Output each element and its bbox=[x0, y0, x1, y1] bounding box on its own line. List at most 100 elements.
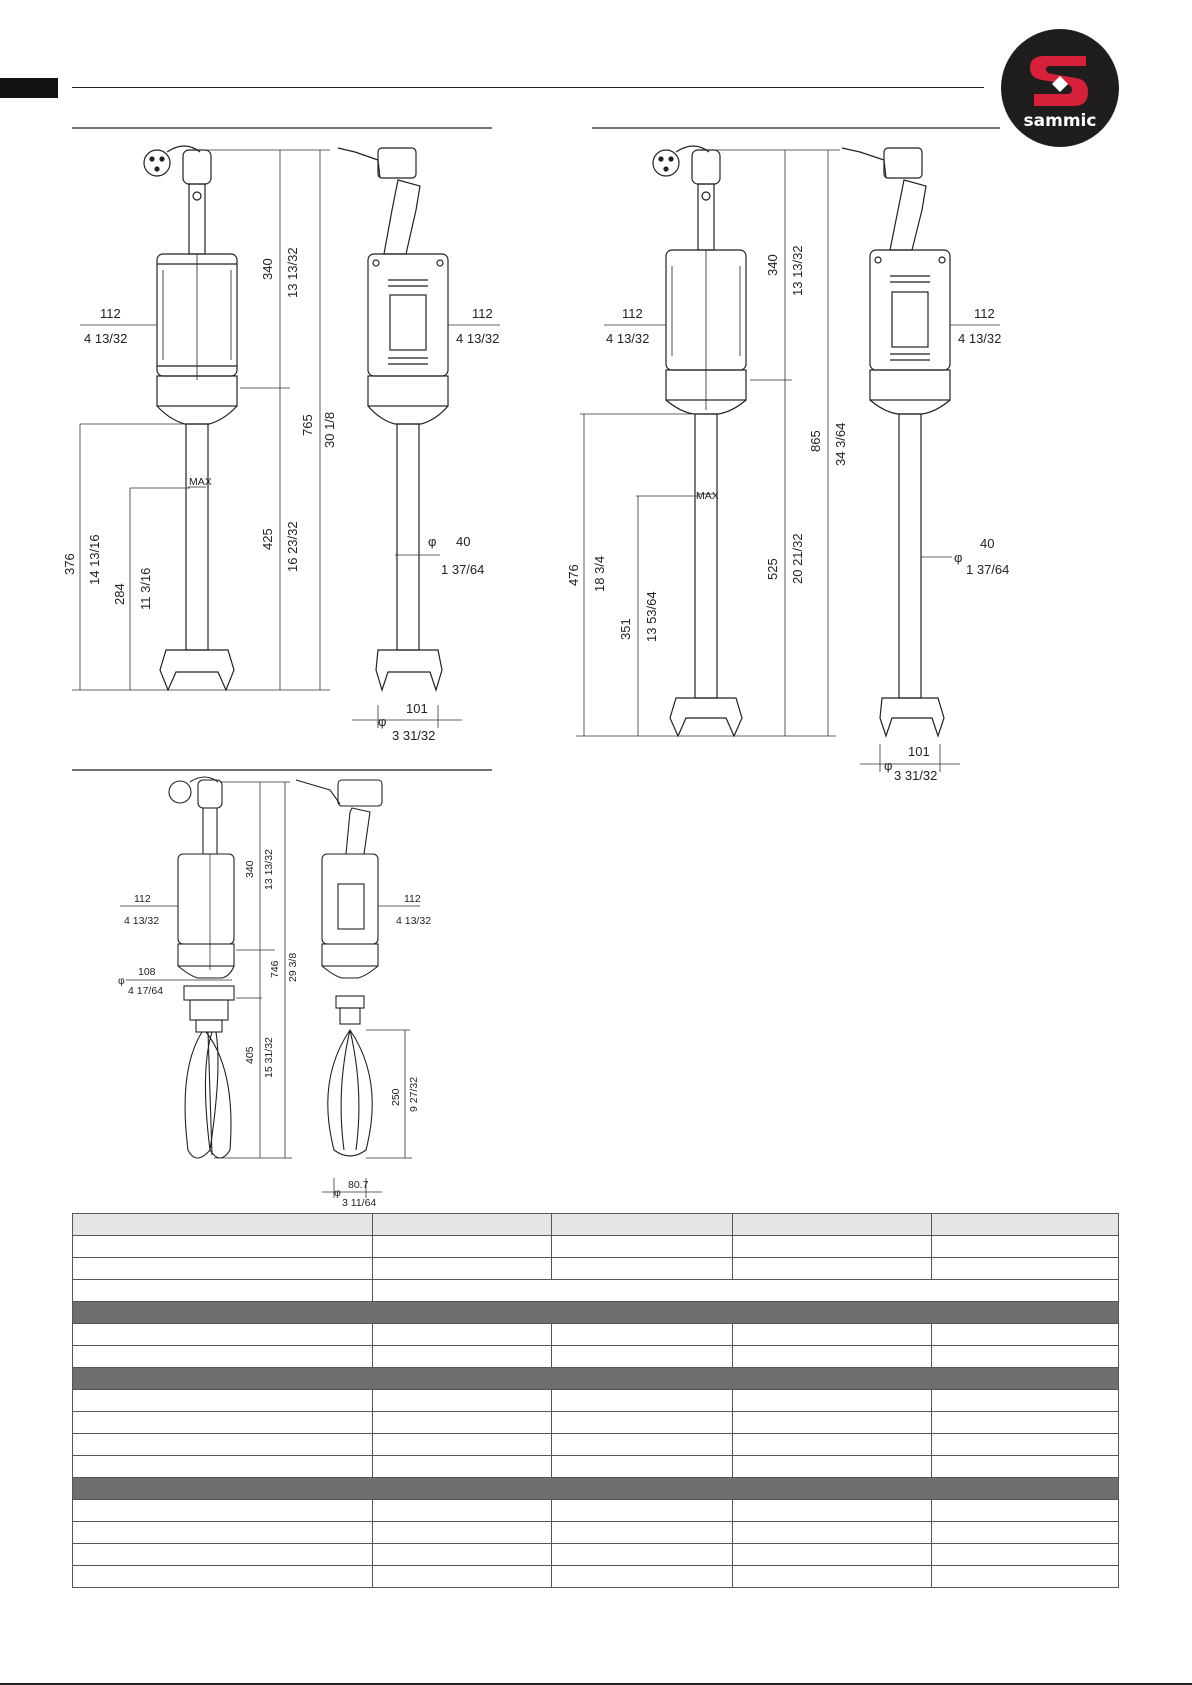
table-cell bbox=[931, 1323, 1119, 1346]
svg-text:112: 112 bbox=[404, 893, 421, 905]
top-right-dim-labels: 340 13 13/32 865 34 3/64 525 20 21/32 47… bbox=[566, 245, 1009, 783]
svg-text:40: 40 bbox=[456, 534, 470, 549]
table-cell bbox=[72, 1279, 373, 1302]
svg-text:112: 112 bbox=[974, 306, 995, 321]
svg-text:φ: φ bbox=[954, 550, 962, 565]
table-cell bbox=[931, 1521, 1119, 1544]
svg-text:φ: φ bbox=[118, 975, 125, 987]
blender-long-front-view bbox=[652, 145, 747, 738]
table-cell bbox=[72, 1433, 373, 1456]
table-cell bbox=[551, 1389, 733, 1412]
table-cell bbox=[72, 1301, 1119, 1324]
table-cell bbox=[372, 1213, 552, 1236]
table-cell bbox=[372, 1543, 552, 1566]
table-cell bbox=[551, 1543, 733, 1566]
blender-long-side-view bbox=[841, 147, 951, 738]
table-cell bbox=[372, 1323, 552, 1346]
table-cell bbox=[732, 1521, 932, 1544]
table-row bbox=[72, 1323, 1119, 1346]
svg-text:11 3/16: 11 3/16 bbox=[138, 568, 153, 610]
svg-text:3 31/32: 3 31/32 bbox=[392, 728, 435, 743]
table-row bbox=[72, 1411, 1119, 1434]
whisk-front-view bbox=[168, 776, 235, 1159]
table-cell bbox=[732, 1389, 932, 1412]
table-row bbox=[72, 1389, 1119, 1412]
blender-short-front-view bbox=[143, 145, 238, 692]
svg-text:284: 284 bbox=[112, 583, 127, 605]
top-right-dimensions bbox=[576, 149, 1000, 772]
table-cell bbox=[551, 1521, 733, 1544]
table-cell bbox=[372, 1345, 552, 1368]
svg-text:425: 425 bbox=[260, 528, 275, 550]
table-cell bbox=[551, 1345, 733, 1368]
table-row bbox=[72, 1235, 1119, 1258]
table-cell bbox=[72, 1411, 373, 1434]
svg-text:4 17/64: 4 17/64 bbox=[128, 985, 163, 997]
table-cell bbox=[72, 1213, 373, 1236]
svg-text:3 31/32: 3 31/32 bbox=[894, 768, 937, 783]
table-cell bbox=[551, 1323, 733, 1346]
svg-text:30 1/8: 30 1/8 bbox=[322, 412, 337, 448]
svg-text:4 13/32: 4 13/32 bbox=[606, 331, 649, 346]
table-cell bbox=[732, 1499, 932, 1522]
svg-text:405: 405 bbox=[244, 1046, 256, 1064]
svg-text:4 13/32: 4 13/32 bbox=[124, 915, 159, 927]
svg-text:1 37/64: 1 37/64 bbox=[966, 562, 1009, 577]
table-cell bbox=[931, 1433, 1119, 1456]
svg-text:108: 108 bbox=[138, 966, 156, 978]
svg-text:765: 765 bbox=[300, 414, 315, 436]
logo-wordmark: sammic bbox=[1024, 111, 1097, 131]
svg-text:MAX: MAX bbox=[696, 490, 719, 502]
table-cell bbox=[732, 1323, 932, 1346]
table-cell bbox=[551, 1213, 733, 1236]
svg-text:4 13/32: 4 13/32 bbox=[396, 915, 431, 927]
table-cell bbox=[732, 1235, 932, 1258]
svg-text:340: 340 bbox=[765, 254, 780, 276]
table-cell bbox=[732, 1411, 932, 1434]
table-header-row bbox=[72, 1213, 1119, 1236]
table-cell bbox=[931, 1411, 1119, 1434]
table-cell bbox=[551, 1499, 733, 1522]
svg-text:250: 250 bbox=[390, 1088, 402, 1106]
table-cell bbox=[372, 1521, 552, 1544]
svg-text:9 27/32: 9 27/32 bbox=[408, 1077, 420, 1112]
svg-text:20 21/32: 20 21/32 bbox=[790, 533, 805, 584]
svg-text:φ: φ bbox=[884, 758, 892, 773]
svg-text:746: 746 bbox=[269, 960, 281, 978]
table-cell bbox=[551, 1565, 733, 1588]
table-cell bbox=[551, 1411, 733, 1434]
svg-text:40: 40 bbox=[980, 536, 994, 551]
svg-text:112: 112 bbox=[622, 306, 643, 321]
table-cell bbox=[372, 1389, 552, 1412]
svg-text:φ: φ bbox=[334, 1187, 341, 1199]
bottom-left-dimensions bbox=[120, 781, 420, 1198]
svg-text:476: 476 bbox=[566, 564, 581, 586]
table-section-row bbox=[72, 1477, 1119, 1500]
svg-text:376: 376 bbox=[62, 553, 77, 575]
table-cell bbox=[72, 1367, 1119, 1390]
svg-text:101: 101 bbox=[908, 744, 930, 759]
table-cell bbox=[551, 1235, 733, 1258]
page-tab-marker bbox=[0, 78, 58, 98]
svg-text:340: 340 bbox=[244, 860, 256, 878]
svg-text:14 13/16: 14 13/16 bbox=[87, 534, 102, 585]
svg-text:340: 340 bbox=[260, 258, 275, 280]
table-cell bbox=[931, 1257, 1119, 1280]
table-cell bbox=[931, 1565, 1119, 1588]
svg-text:13 13/32: 13 13/32 bbox=[285, 247, 300, 298]
blender-short-side-view bbox=[337, 147, 449, 692]
table-cell bbox=[732, 1433, 932, 1456]
table-cell bbox=[72, 1389, 373, 1412]
svg-text:18 3/4: 18 3/4 bbox=[592, 556, 607, 592]
table-row bbox=[72, 1543, 1119, 1566]
table-cell bbox=[931, 1235, 1119, 1258]
table-cell bbox=[931, 1499, 1119, 1522]
table-cell bbox=[732, 1455, 932, 1478]
table-cell bbox=[931, 1543, 1119, 1566]
table-row bbox=[72, 1257, 1119, 1280]
svg-text:112: 112 bbox=[100, 306, 121, 321]
table-cell bbox=[732, 1543, 932, 1566]
table-cell bbox=[931, 1389, 1119, 1412]
table-cell bbox=[732, 1213, 932, 1236]
table-cell bbox=[372, 1499, 552, 1522]
